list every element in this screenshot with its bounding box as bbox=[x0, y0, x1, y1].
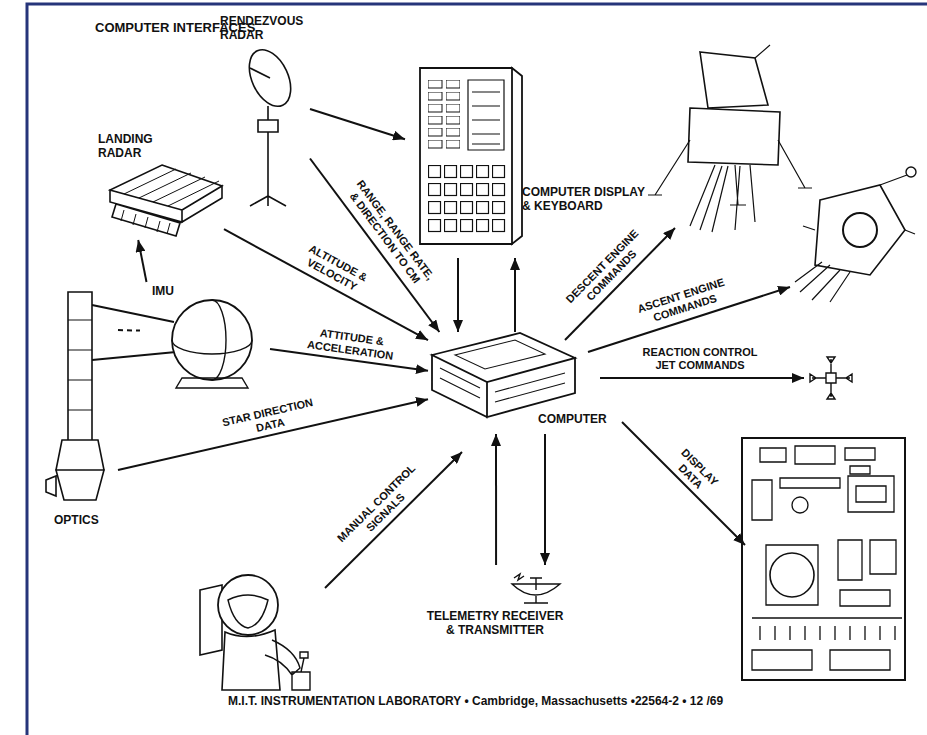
signal-label: STAR DIRECTION DATA bbox=[216, 395, 323, 443]
display-panel bbox=[742, 438, 905, 680]
component-node: COMPUTER DISPLAY & KEYBOARD bbox=[405, 60, 655, 258]
component-node: RENDEZVOUS RADAR bbox=[218, 10, 310, 208]
component-node: TELEMETRY RECEIVER & TRANSMITTER bbox=[405, 565, 585, 647]
rcs-quad bbox=[810, 357, 852, 399]
hand-controller bbox=[228, 595, 310, 690]
navigation-base-rod bbox=[92, 305, 176, 360]
ascent-stage-art bbox=[815, 185, 905, 275]
telemetry-dish bbox=[512, 574, 560, 603]
node-label-holder: OPTICS bbox=[54, 513, 110, 527]
panel-gauge bbox=[792, 497, 808, 513]
component-label: TELEMETRY RECEIVER & TRANSMITTER bbox=[424, 609, 566, 637]
display-arrow bbox=[622, 422, 745, 545]
node-label-holder: RENDEZVOUS RADAR bbox=[220, 14, 306, 42]
signal-label-holder: ALTITUDE & VELOCITY bbox=[293, 238, 376, 299]
lunar-module-art bbox=[688, 52, 780, 165]
signal-arrow bbox=[118, 329, 140, 332]
signal-arrow bbox=[457, 258, 459, 332]
signal-label-holder: ATTITUDE & ACCELERATION bbox=[302, 325, 401, 364]
signal-arrow bbox=[138, 240, 146, 282]
command-label-holder: ASCENT ENGINE COMMANDS bbox=[630, 274, 737, 331]
component-label: LANDING RADAR bbox=[98, 132, 160, 160]
panel-instruments bbox=[752, 446, 902, 670]
antenna bbox=[906, 167, 916, 177]
lunar-module-legs-plume bbox=[648, 45, 812, 232]
indicator-lights bbox=[428, 80, 460, 152]
caption-holder: M.I.T. INSTRUMENTATION LABORATORY • Camb… bbox=[228, 694, 723, 709]
command-label-holder: MANUAL CONTROL SIGNALS bbox=[331, 459, 430, 558]
radar-grid bbox=[121, 169, 219, 234]
signal-label: ALTITUDE & VELOCITY bbox=[293, 238, 376, 299]
component-label: RENDEZVOUS RADAR bbox=[220, 14, 306, 42]
keyboard bbox=[428, 165, 508, 237]
command-arrow bbox=[600, 377, 804, 379]
computer-art bbox=[432, 333, 575, 417]
landing-radar-art bbox=[110, 165, 222, 236]
signal-arrow bbox=[514, 258, 516, 332]
node-label-holder: COMPUTER bbox=[538, 412, 614, 426]
command-label: REACTION CONTROL JET COMMANDS bbox=[638, 346, 762, 372]
radar-mount bbox=[250, 68, 286, 206]
component-node: OPTICS bbox=[42, 285, 118, 535]
component-node: COMPUTER bbox=[428, 332, 618, 434]
command-label-holder: REACTION CONTROL JET COMMANDS bbox=[638, 346, 762, 372]
command-label: DISPLAY DATA bbox=[666, 443, 724, 501]
astronaut-helmet bbox=[218, 575, 278, 635]
ascent-window bbox=[843, 213, 877, 247]
imu-gimbal bbox=[172, 300, 252, 388]
node-label-holder: TELEMETRY RECEIVER & TRANSMITTER bbox=[424, 609, 566, 637]
diagram-caption: M.I.T. INSTRUMENTATION LABORATORY • Camb… bbox=[228, 694, 723, 709]
component-label: COMPUTER DISPLAY & KEYBOARD bbox=[522, 185, 650, 213]
component-label: COMPUTER bbox=[538, 412, 614, 426]
command-label-holder: DISPLAY DATA bbox=[666, 443, 724, 501]
attitude-ball bbox=[770, 553, 814, 597]
manual-arrow bbox=[325, 452, 462, 588]
dsky-case bbox=[420, 68, 522, 244]
component-label: IMU bbox=[152, 284, 192, 298]
node-label-holder: LANDING RADAR bbox=[98, 132, 160, 160]
component-node: LANDING RADAR bbox=[92, 132, 224, 240]
node-label-holder: COMPUTER DISPLAY & KEYBOARD bbox=[522, 185, 650, 213]
command-label: ASCENT ENGINE COMMANDS bbox=[630, 274, 737, 331]
ascent-plume bbox=[795, 175, 915, 302]
frame bbox=[27, 4, 927, 735]
optics-bands bbox=[68, 320, 92, 410]
signal-label: ATTITUDE & ACCELERATION bbox=[302, 325, 401, 364]
node-label-holder: IMU bbox=[152, 284, 192, 298]
signal-arrow bbox=[495, 434, 497, 565]
signal-arrow bbox=[544, 434, 546, 565]
component-label: OPTICS bbox=[54, 513, 110, 527]
signal-arrow bbox=[310, 109, 405, 139]
component-node: IMU bbox=[140, 282, 270, 390]
imu-sphere bbox=[172, 300, 252, 380]
optics-art bbox=[46, 292, 104, 500]
signal-label-holder: STAR DIRECTION DATA bbox=[216, 395, 323, 443]
signal-arrow bbox=[310, 159, 439, 333]
computer-detail bbox=[440, 340, 565, 402]
dsky-display bbox=[468, 80, 504, 150]
command-label: MANUAL CONTROL SIGNALS bbox=[331, 459, 430, 558]
